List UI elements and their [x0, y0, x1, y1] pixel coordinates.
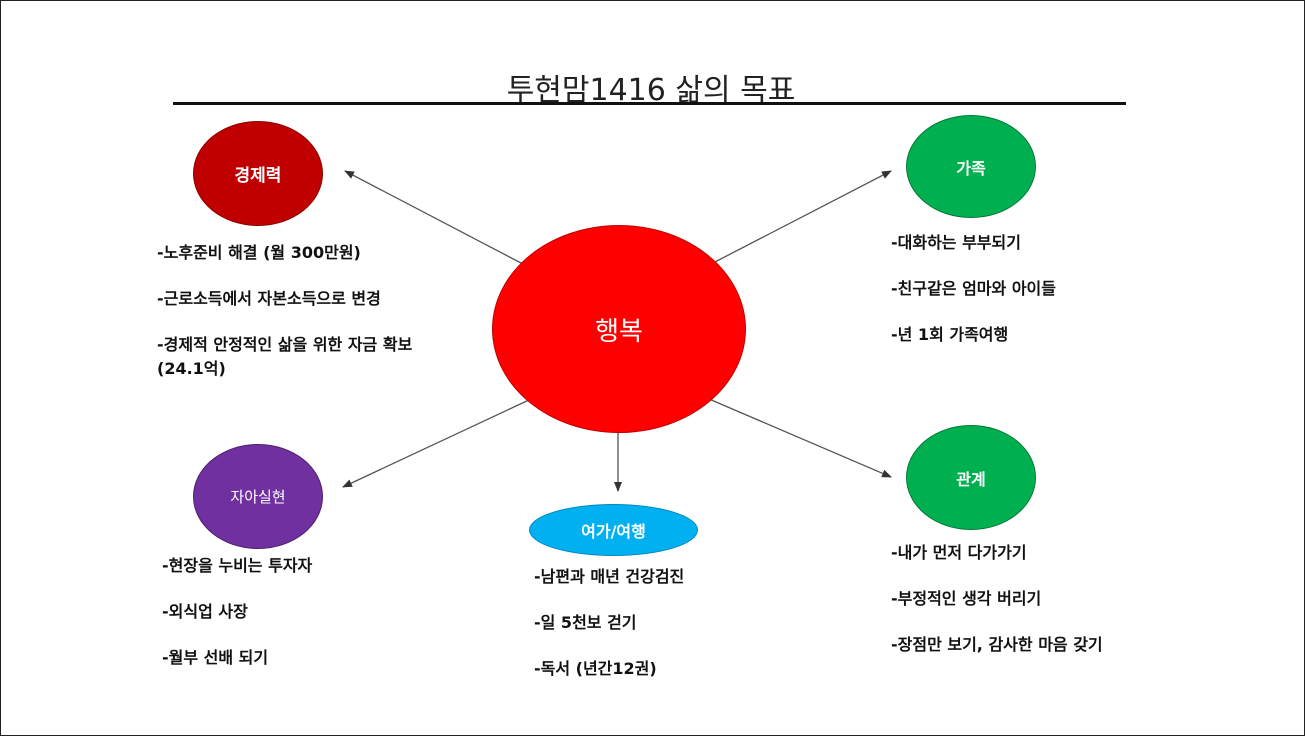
list-item: -경제적 안정적인 삶을 위한 자금 확보 (24.1억) — [157, 335, 413, 378]
list-item: -내가 먼저 다가가기 — [891, 543, 1027, 562]
node-family: 가족 — [906, 115, 1036, 218]
family-list: -대화하는 부부되기 -친구같은 엄마와 아이들 -년 1회 가족여행 — [891, 231, 1191, 347]
leisure-label: 여가/여행 — [581, 522, 646, 541]
self-list: -현장을 누비는 투자자 -외식업 사장 -월부 선배 되기 — [162, 554, 422, 670]
list-item: -남편과 매년 건강검진 — [534, 567, 685, 586]
title-underline — [173, 102, 1126, 105]
list-item: -대화하는 부부되기 — [891, 233, 1021, 252]
self-label: 자아실현 — [230, 488, 286, 506]
economy-list: -노후준비 해결 (월 300만원) -근로소득에서 자본소득으로 변경 -경제… — [157, 241, 427, 381]
list-item: -년 1회 가족여행 — [891, 325, 1009, 344]
list-item: -월부 선배 되기 — [162, 648, 269, 667]
relations-list: -내가 먼저 다가가기 -부정적인 생각 버리기 -장점만 보기, 감사한 마음… — [891, 541, 1211, 657]
list-item: -외식업 사장 — [162, 602, 248, 621]
leisure-list: -남편과 매년 건강검진 -일 5천보 걷기 -독서 (년간12권) — [534, 565, 794, 681]
list-item: -근로소득에서 자본소득으로 변경 — [157, 289, 381, 308]
node-economy: 경제력 — [193, 121, 323, 226]
family-label: 가족 — [956, 158, 986, 178]
relations-label: 관계 — [956, 469, 986, 489]
list-item: -독서 (년간12권) — [534, 659, 657, 678]
arrow-to-economy — [344, 170, 522, 264]
arrow-to-family — [712, 170, 892, 264]
arrow-to-relations — [708, 398, 892, 478]
economy-label: 경제력 — [234, 166, 282, 186]
list-item: -현장을 누비는 투자자 — [162, 556, 313, 575]
node-leisure-travel: 여가/여행 — [529, 504, 698, 556]
list-item: -노후준비 해결 (월 300만원) — [157, 243, 361, 262]
node-self-actualization: 자아실현 — [193, 444, 323, 549]
center-label: 행복 — [595, 316, 643, 347]
node-relations: 관계 — [906, 425, 1036, 530]
center-node-happiness: 행복 — [492, 225, 746, 433]
list-item: -장점만 보기, 감사한 마음 갖기 — [891, 635, 1103, 654]
list-item: -친구같은 엄마와 아이들 — [891, 279, 1056, 298]
list-item: -부정적인 생각 버리기 — [891, 589, 1042, 608]
list-item: -일 5천보 걷기 — [534, 613, 637, 632]
arrow-to-self — [342, 398, 532, 488]
